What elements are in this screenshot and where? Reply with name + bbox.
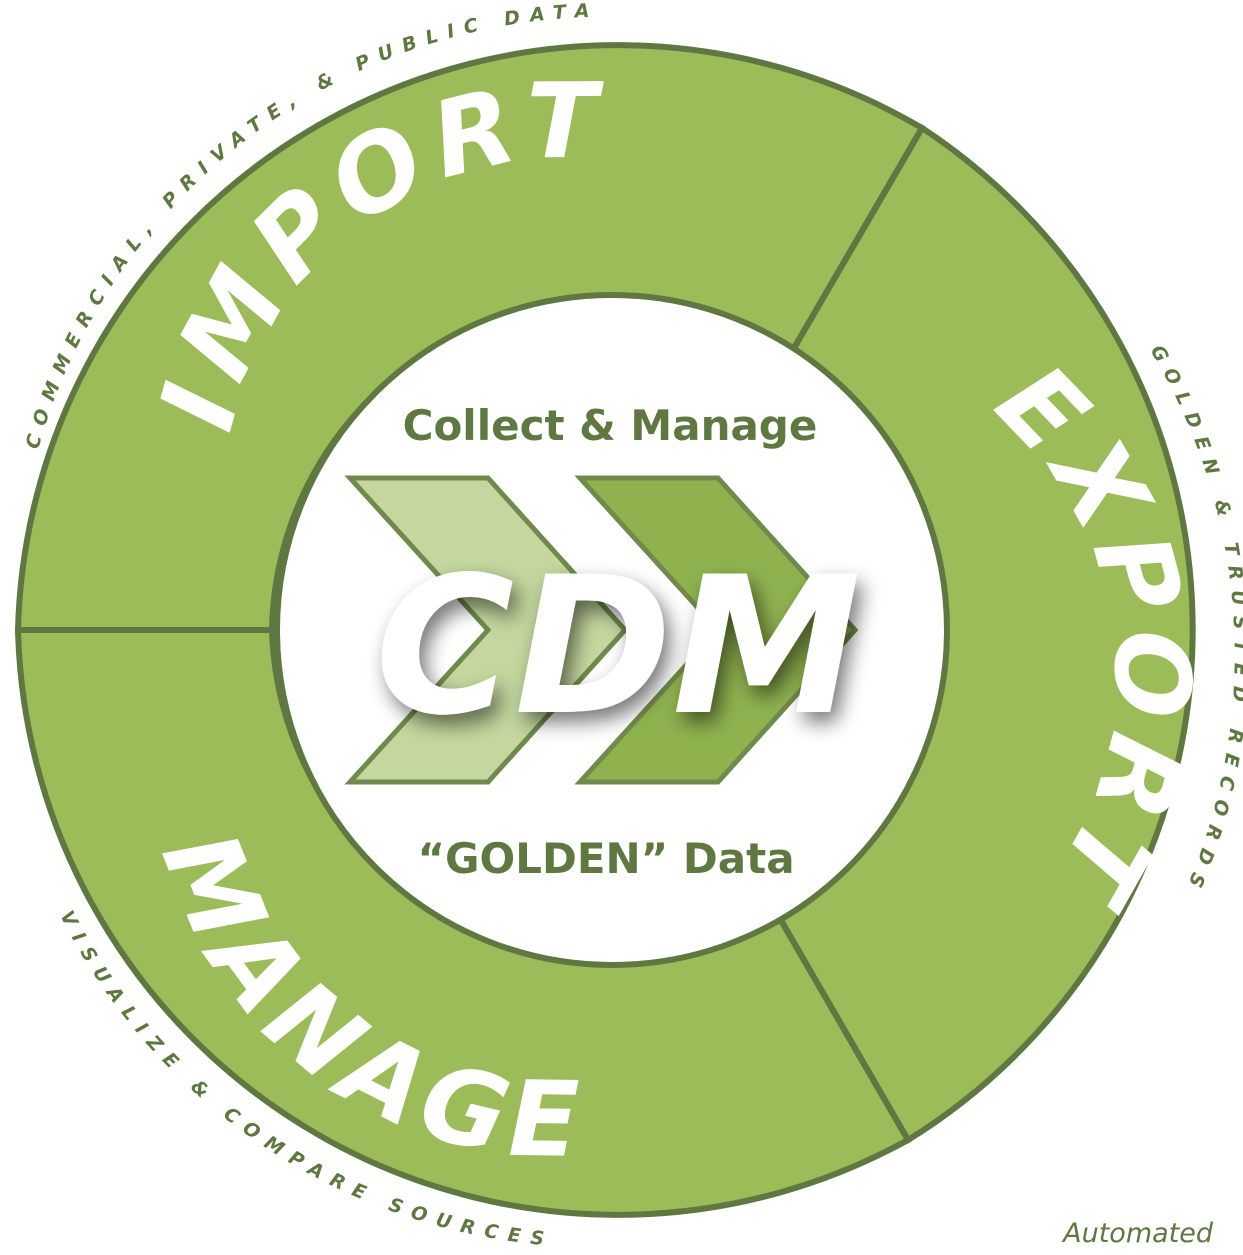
center-subheading: “GOLDEN” Data (417, 834, 794, 883)
footer-note: Automated (1063, 1218, 1213, 1249)
chevron-light-icon (344, 475, 629, 785)
cdm-logo-text: CDM (375, 536, 861, 757)
chevron-mid-icon (574, 475, 859, 785)
outer-ring (14, 42, 1196, 1218)
cdm-logo: CDM (344, 475, 861, 785)
center-heading: Collect & Manage (403, 401, 818, 450)
divider-top-right (787, 126, 925, 357)
divider-bottom-right (772, 908, 911, 1142)
